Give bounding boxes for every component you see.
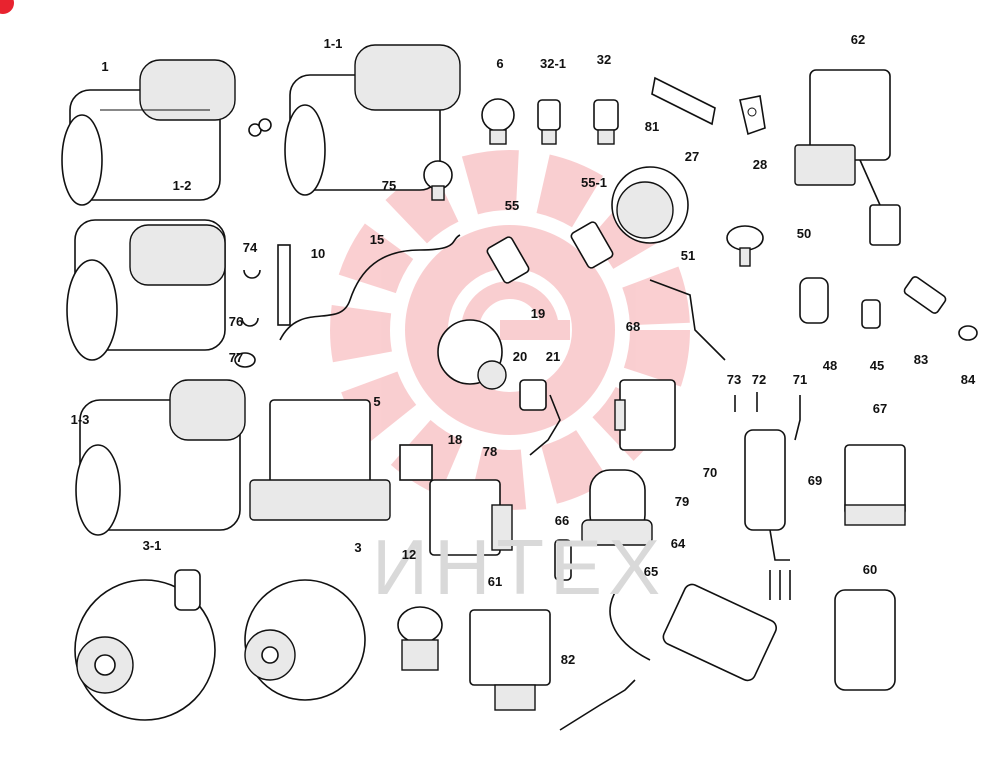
callout-73: 73 (726, 372, 742, 387)
callout-55-1: 55-1 (580, 175, 608, 190)
connector-66 (554, 539, 572, 581)
callout-70: 70 (702, 465, 718, 480)
callout-21: 21 (545, 349, 561, 364)
switch-60 (834, 589, 896, 691)
callout-65: 65 (643, 564, 659, 579)
key-21 (529, 394, 561, 456)
starter-motor-1 (61, 59, 236, 206)
callout-55: 55 (504, 198, 520, 213)
watermark-text: ИНТЕХ (372, 523, 667, 611)
callout-19: 19 (530, 306, 546, 321)
corner-badge (0, 0, 14, 14)
callout-83: 83 (913, 352, 929, 367)
callout-68: 68 (625, 319, 641, 334)
nut-77 (234, 352, 256, 368)
starter-motor-1-1 (248, 44, 461, 196)
callout-1-1: 1-1 (323, 36, 343, 51)
callout-74: 74 (242, 240, 258, 255)
solenoid-18 (437, 319, 507, 390)
relay-78 (429, 479, 513, 556)
sensor-55 (486, 236, 530, 284)
sender-75 (423, 160, 453, 201)
relay-62 (794, 69, 901, 246)
starter-motor-1-3 (75, 379, 246, 536)
callout-67: 67 (872, 401, 888, 416)
callout-3: 3 (354, 540, 362, 555)
boot-48 (799, 277, 829, 324)
callout-3-1: 3-1 (142, 538, 162, 553)
callout-64: 64 (670, 536, 686, 551)
connector-45 (861, 299, 881, 329)
cable-51 (649, 279, 726, 361)
watermark-gear-logo (330, 150, 690, 510)
callout-82: 82 (560, 652, 576, 667)
pin-71 (794, 395, 801, 441)
plate-28 (739, 95, 766, 136)
callout-71: 71 (792, 372, 808, 387)
voltage-regulator-5 (249, 399, 433, 521)
callout-27: 27 (684, 149, 700, 164)
callout-72: 72 (751, 372, 767, 387)
callout-66: 66 (554, 513, 570, 528)
alternator-3-1 (74, 569, 216, 721)
callout-62: 62 (850, 32, 866, 47)
callout-10: 10 (310, 246, 326, 261)
heater-69 (744, 429, 791, 600)
key-switch-20 (519, 379, 547, 411)
callout-32-1: 32-1 (539, 56, 567, 71)
callout-1: 1 (101, 59, 109, 74)
callout-48: 48 (822, 358, 838, 373)
sender-50 (726, 225, 764, 267)
sensor-32 (593, 99, 619, 145)
callout-20: 20 (512, 349, 528, 364)
callout-50: 50 (796, 226, 812, 241)
callout-79: 79 (674, 494, 690, 509)
cable-82 (559, 679, 636, 731)
clip-74 (243, 269, 261, 279)
sensor-55-1 (570, 221, 614, 269)
gauge-81 (611, 166, 689, 244)
callout-6: 6 (496, 56, 504, 71)
bracket-27 (651, 76, 716, 126)
actuator-64 (662, 583, 778, 682)
switch-12 (397, 606, 443, 671)
callout-18: 18 (447, 432, 463, 447)
washer-84 (958, 325, 978, 341)
relay-68 (614, 379, 676, 451)
callout-5: 5 (373, 394, 381, 409)
callout-78: 78 (482, 444, 498, 459)
callout-60: 60 (862, 562, 878, 577)
callout-1-2: 1-2 (172, 178, 192, 193)
callout-45: 45 (869, 358, 885, 373)
callout-28: 28 (752, 157, 768, 172)
callout-76: 76 (228, 314, 244, 329)
callout-75: 75 (381, 178, 397, 193)
callout-84: 84 (960, 372, 976, 387)
glow-plug-10 (277, 244, 291, 326)
alternator-3 (244, 579, 366, 701)
callout-69: 69 (807, 473, 823, 488)
callout-12: 12 (401, 547, 417, 562)
sensor-32-1 (537, 99, 561, 145)
control-unit-61 (469, 609, 551, 711)
clip-76 (241, 317, 259, 327)
relay-67 (844, 444, 906, 526)
switch-6 (481, 98, 515, 145)
solenoid-79 (581, 469, 653, 546)
callout-61: 61 (487, 574, 503, 589)
cable-65 (609, 584, 651, 661)
callout-51: 51 (680, 248, 696, 263)
callout-1-3: 1-3 (70, 412, 90, 427)
sensor-83 (903, 276, 947, 314)
harness-15 (279, 234, 461, 341)
callout-77: 77 (228, 350, 244, 365)
callout-81: 81 (644, 119, 660, 134)
starter-motor-1-2 (66, 219, 226, 361)
callout-32: 32 (596, 52, 612, 67)
callout-15: 15 (369, 232, 385, 247)
